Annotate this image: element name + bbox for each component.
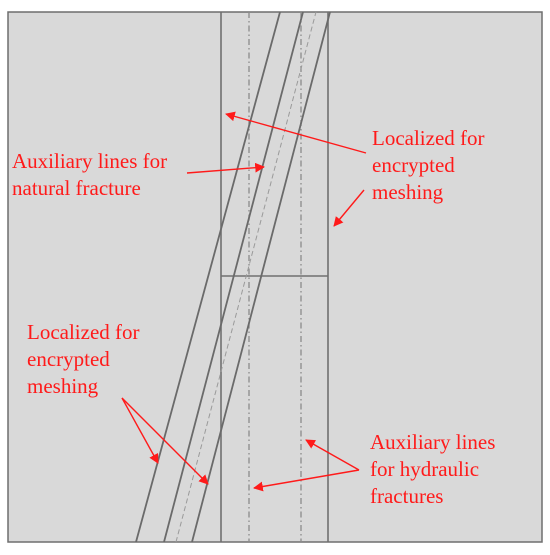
label-encrypted-meshing-upper: Localized for encrypted meshing bbox=[372, 126, 485, 204]
label-encrypted-meshing-lower: Localized for encrypted meshing bbox=[27, 320, 140, 398]
arrow-encrypted-meshing-upper-right bbox=[333, 189, 365, 227]
label-hydraulic-fracture-aux: Auxiliary lines for hydraulic fractures bbox=[370, 430, 496, 508]
arrow-natural-fracture-aux bbox=[186, 162, 265, 174]
label-natural-fracture-aux: Auxiliary lines for natural fracture bbox=[12, 149, 168, 200]
arrow-encrypted-meshing-lower-a bbox=[121, 397, 159, 464]
model-domain bbox=[7, 11, 543, 543]
arrow-encrypted-meshing-upper-left bbox=[225, 111, 367, 154]
natural-fracture-aux-line bbox=[163, 11, 304, 543]
arrow-hydraulic-aux-b bbox=[253, 469, 360, 492]
natural-fracture-mesh-boundary bbox=[191, 11, 331, 543]
arrow-hydraulic-aux-a bbox=[305, 439, 360, 471]
natural-fracture-aux-line-dashed bbox=[175, 11, 317, 543]
natural-fracture-mesh-boundary bbox=[135, 11, 281, 543]
arrow-encrypted-meshing-lower-b bbox=[121, 397, 209, 485]
